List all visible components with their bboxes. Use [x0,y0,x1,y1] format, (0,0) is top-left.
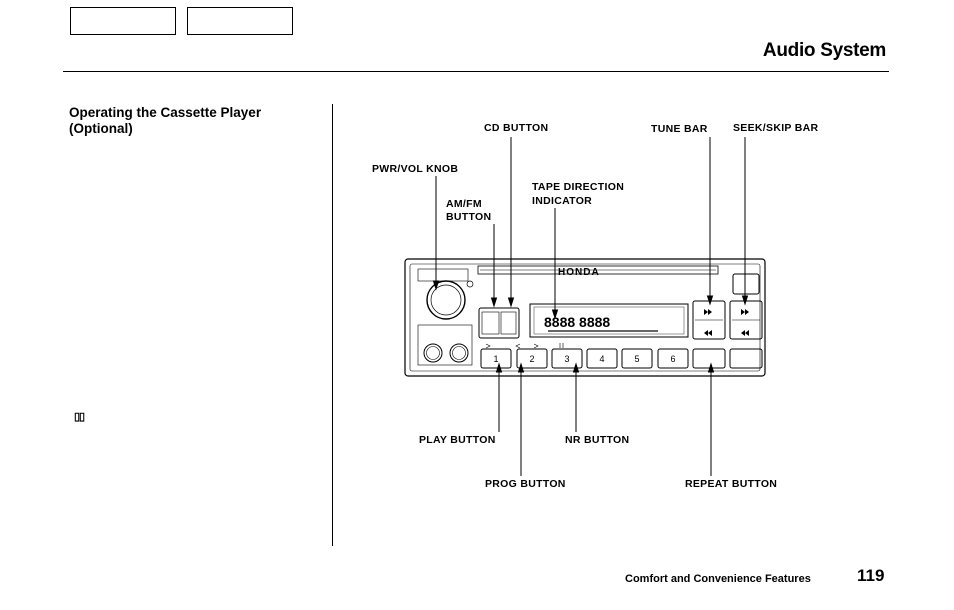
callout-nr-button: NR BUTTON [565,434,629,446]
section-title-line1: Operating the Cassette Player [69,105,262,120]
footer-section-title: Comfort and Convenience Features [625,573,811,585]
display-digits: 8888 8888 [544,314,610,330]
preset-button-3[interactable] [551,348,583,369]
callout-prog-button: PROG BUTTON [485,478,566,490]
repeat-button[interactable] [692,348,726,369]
callout-cd-button: CD BUTTON [484,122,548,134]
header-divider [63,71,889,72]
preset-button-5[interactable] [621,348,653,369]
callout-tune-bar: TUNE BAR [651,123,708,135]
radio-unit [404,258,766,377]
preset-button-6[interactable] [657,348,689,369]
nav-button-prev[interactable] [70,7,176,35]
callout-am-fm-line2: BUTTON [446,211,491,223]
column-divider [332,104,333,546]
preset-buttons [480,348,689,369]
callout-tape-direction-line2: INDICATOR [532,195,592,207]
preset-label-2: 2 [529,354,534,364]
callout-repeat-button: REPEAT BUTTON [685,478,777,490]
preset-button-2[interactable] [516,348,548,369]
brand-logo: HONDA [558,267,600,278]
display-window: 8888 8888 [529,303,689,338]
pwr-vol-knob[interactable] [426,280,466,320]
preset-label-4: 4 [599,354,604,364]
preset-label-6: 6 [670,354,675,364]
preset-label-1: 1 [493,354,498,364]
dolby-symbol: ▯▯ [74,411,85,423]
nav-button-next[interactable] [187,7,293,35]
am-fm-button[interactable] [478,307,520,339]
callout-tape-direction-line1: TAPE DIRECTION [532,181,624,193]
callout-seek-skip-bar: SEEK/SKIP BAR [733,122,819,134]
section-heading: Operating the Cassette Player (Optional) [69,105,319,137]
section-title-line2: (Optional) [69,121,133,136]
preset-button-4[interactable] [586,348,618,369]
page-number: 119 [857,566,885,585]
callout-am-fm-line1: AM/FM [446,198,482,210]
leader-lines [432,137,749,476]
random-button[interactable] [729,348,763,369]
radio-cassette-diagram: 8888 8888 HONDA 1 2 3 4 5 6 [348,104,876,508]
preset-label-5: 5 [634,354,639,364]
preset-button-1[interactable] [480,348,512,369]
eject-button[interactable] [732,273,760,295]
page-title: Audio System [762,40,886,61]
cd-button[interactable] [500,311,517,335]
callout-pwr-vol-knob: PWR/VOL KNOB [372,163,458,175]
preset-label-3: 3 [564,354,569,364]
callout-play-button: PLAY BUTTON [419,434,496,446]
